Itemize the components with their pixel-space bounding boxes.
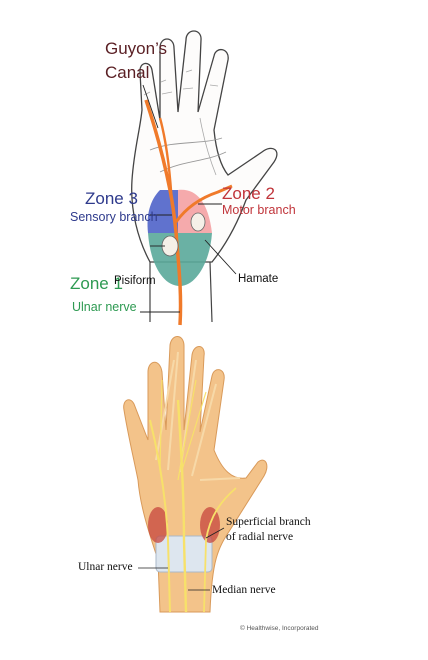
zone3-label: Zone 3 (85, 189, 138, 208)
sensory-branch-path (158, 117, 174, 206)
colored-hand (123, 336, 268, 613)
title-line2: Canal (105, 63, 150, 82)
superficial-label-line2: of radial nerve (226, 531, 294, 543)
muscle-ulnar (148, 507, 168, 543)
hamate-bone (190, 212, 206, 232)
zone1-label: Zone 1 (70, 274, 123, 293)
ulnar-nerve-label: Ulnar nerve (78, 561, 133, 573)
zone1-sub-label: Ulnar nerve (72, 300, 137, 314)
muscle-radial (200, 507, 220, 543)
palm-crease (199, 117, 217, 176)
zone2-label: Zone 2 (222, 184, 275, 203)
leader-line (205, 527, 225, 539)
zone3-sub-label: Sensory branch (70, 210, 158, 224)
ulnar-nerve-bottom (149, 419, 171, 613)
pisiform-label: Pisiform (114, 275, 156, 287)
palm-crease (149, 137, 223, 151)
leader-line (142, 84, 159, 129)
zone2-sub-label: Motor branch (222, 203, 296, 217)
copyright-credit: © Healthwise, Incorporated (240, 625, 319, 632)
median-nerve-label: Median nerve (212, 584, 276, 596)
hamate-label: Hamate (238, 273, 279, 285)
nerve-branches (159, 379, 207, 481)
median-nerve-bottom (176, 399, 188, 613)
wrist-band (155, 535, 213, 573)
ulnar-nerve-path (144, 99, 183, 326)
superficial-label-line1: Superficial branch (226, 516, 311, 528)
leader-line (204, 239, 237, 275)
finger-crease (143, 69, 219, 96)
motor-branch-path (174, 184, 233, 223)
title-line1: Guyon’s (105, 39, 168, 58)
tendon-lines (155, 351, 241, 481)
guyon-canal-diagram (131, 30, 278, 326)
